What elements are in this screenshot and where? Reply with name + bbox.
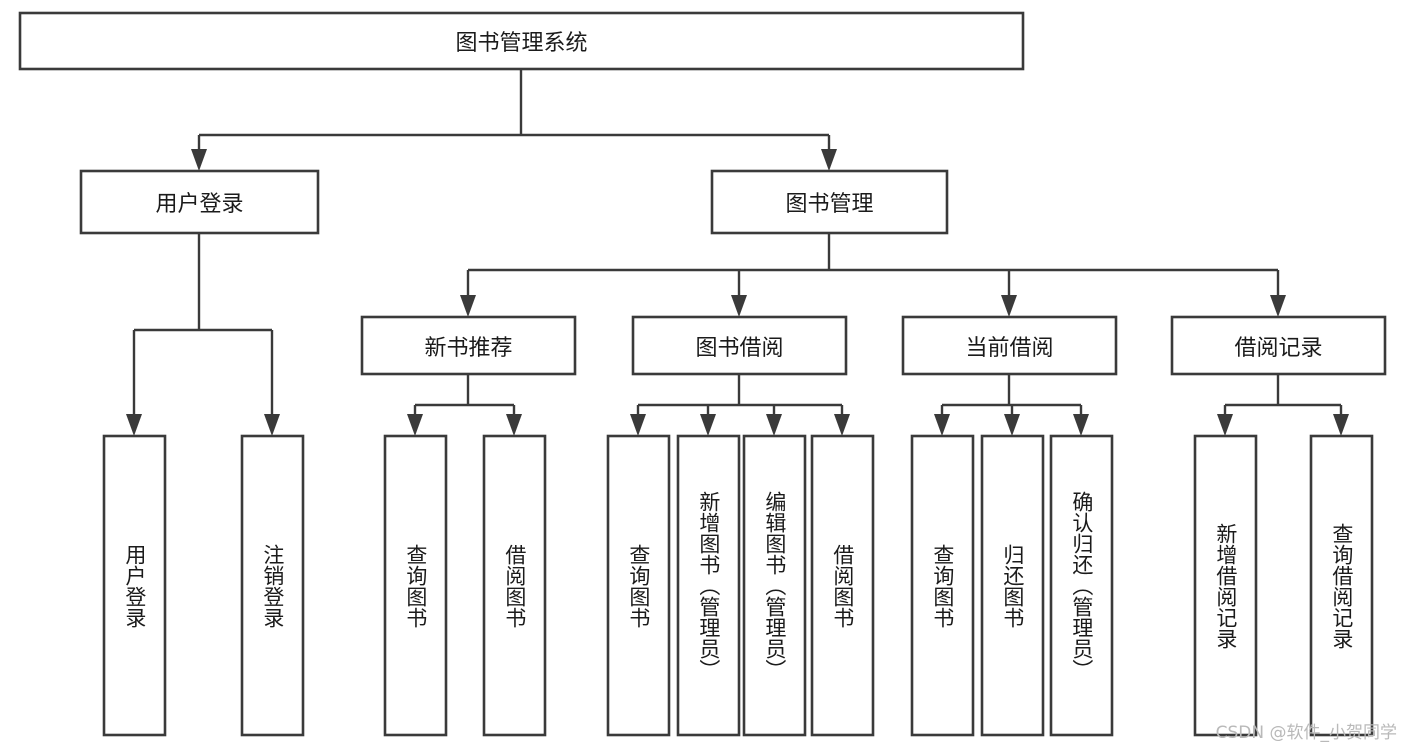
node-leaf-10[interactable] — [1049, 434, 1114, 737]
node-leaf-label-10: 确认归还（管理员） — [1069, 491, 1094, 680]
arrow-head-icon — [407, 414, 423, 436]
connector-layer — [126, 69, 1349, 436]
node-level3-3[interactable] — [1170, 315, 1387, 376]
arrow-head-icon — [700, 414, 716, 436]
node-root[interactable] — [18, 11, 1025, 71]
arrow-head-icon — [191, 149, 207, 171]
node-level3-label-0: 新书推荐 — [424, 335, 513, 361]
node-leaf-9[interactable] — [980, 434, 1045, 737]
node-level3-label-1: 图书借阅 — [695, 335, 784, 361]
arrow-head-icon — [821, 149, 837, 171]
node-leaf-0[interactable] — [102, 434, 167, 737]
node-level2-label-1: 图书管理 — [785, 192, 874, 217]
arrow-head-icon — [460, 295, 476, 317]
node-level2-0[interactable] — [79, 169, 320, 235]
node-leaf-1[interactable] — [240, 434, 305, 737]
node-level3-label-3: 借阅记录 — [1234, 335, 1323, 361]
arrow-head-icon — [1217, 414, 1233, 436]
arrow-head-icon — [1001, 295, 1017, 317]
node-leaf-label-0: 用户登录 — [122, 543, 147, 628]
node-leaf-12[interactable] — [1309, 434, 1374, 737]
node-leaf-label-2: 查询图书 — [403, 543, 428, 628]
arrow-head-icon — [834, 414, 850, 436]
node-level2-label-0: 用户登录 — [155, 192, 244, 217]
arrow-head-icon — [1333, 414, 1349, 436]
node-leaf-6[interactable] — [742, 434, 807, 737]
arrow-head-icon — [731, 295, 747, 317]
arrow-head-icon — [506, 414, 522, 436]
node-leaf-5[interactable] — [676, 434, 741, 737]
node-leaf-label-6: 编辑图书（管理员） — [762, 491, 787, 680]
node-leaf-label-8: 查询图书 — [930, 543, 955, 628]
node-level3-1[interactable] — [631, 315, 848, 376]
node-level3-2[interactable] — [901, 315, 1118, 376]
arrow-head-icon — [1073, 414, 1089, 436]
arrow-head-icon — [766, 414, 782, 436]
node-leaf-11[interactable] — [1193, 434, 1258, 737]
node-leaf-3[interactable] — [482, 434, 547, 737]
arrow-head-icon — [1270, 295, 1286, 317]
arrow-head-icon — [630, 414, 646, 436]
arrow-head-icon — [126, 414, 142, 436]
node-leaf-7[interactable] — [810, 434, 875, 737]
node-root-label: 图书管理系统 — [455, 31, 588, 56]
node-box-layer — [18, 11, 1387, 737]
node-leaf-label-9: 归还图书 — [1000, 543, 1025, 628]
node-leaf-4[interactable] — [606, 434, 671, 737]
arrow-head-icon — [934, 414, 950, 436]
node-leaf-label-12: 查询借阅记录 — [1329, 522, 1354, 649]
node-leaf-label-11: 新增借阅记录 — [1213, 522, 1238, 649]
node-leaf-label-7: 借阅图书 — [830, 543, 855, 628]
node-leaf-8[interactable] — [910, 434, 975, 737]
arrow-head-icon — [264, 414, 280, 436]
node-leaf-2[interactable] — [383, 434, 448, 737]
node-level2-1[interactable] — [710, 169, 949, 235]
arrow-head-icon — [1004, 414, 1020, 436]
node-leaf-label-4: 查询图书 — [626, 543, 651, 628]
node-level3-0[interactable] — [360, 315, 577, 376]
node-level3-label-2: 当前借阅 — [965, 335, 1054, 361]
node-leaf-label-1: 注销登录 — [260, 543, 285, 628]
node-leaf-label-5: 新增图书（管理员） — [696, 491, 721, 680]
node-leaf-label-3: 借阅图书 — [502, 543, 527, 628]
